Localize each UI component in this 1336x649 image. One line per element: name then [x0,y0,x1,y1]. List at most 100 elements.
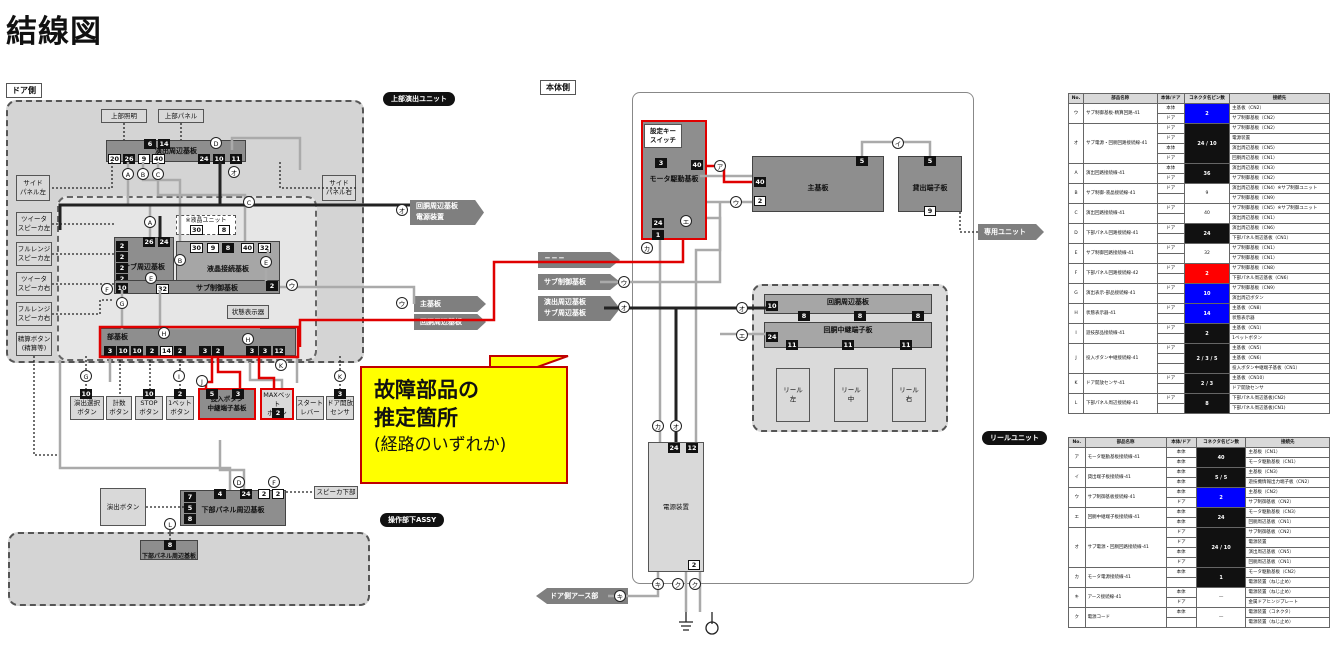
table-row: 電源装置（ねじ止め） [1069,617,1330,628]
settle-button: 精算ボタン(精算等) [16,332,52,356]
motor-drive-board-label: モータ駆動基板 [649,175,699,183]
row-dest: 遊技機情報出力端子板（CN2） [1245,477,1330,488]
marker-k2: K [334,370,346,382]
row-part-name: モータ電源接続線-41 [1084,567,1167,588]
effect-select-line1: 演出選択 [74,399,100,407]
row-dest: 主基板（CN1） [1229,323,1330,334]
row-part-name: 状態表示器-41 [1083,303,1158,324]
row-side [1156,253,1185,264]
row-side: ドア [1156,183,1185,194]
reel-periph-board-label: 回胴周辺基板 [827,298,869,306]
row-no: ウ [1067,103,1085,124]
pin: 24 [158,237,170,247]
row-dest: モータ駆動基板（CN2） [1245,567,1330,578]
row-dest: モータ駆動基板（CN1） [1245,457,1330,468]
row-side [1156,313,1185,324]
row-side: 本体 [1165,567,1197,578]
row-dest: 演出周辺基板（CN1） [1229,213,1330,224]
marker-e: E [260,256,272,268]
pin: 40 [754,177,766,187]
pin: 2 [174,389,186,399]
start-line2: レバー [300,408,320,416]
row-side: 本体 [1165,607,1197,618]
pin: 11 [230,154,242,164]
pin: 10 [116,283,128,293]
row-side: 本体 [1156,143,1185,154]
lcd-conn-board-label: 液晶接続基板 [207,265,249,273]
row-dest: 演出周辺基板（CN6） [1229,223,1330,234]
row-dest: 下部パネル周辺基板(CN2) [1229,393,1330,404]
maxbet-line1: MAXベット [263,390,291,408]
pin: 2 [116,274,128,284]
row-side: 本体 [1165,547,1197,558]
row-dest: サブ制御基板（CN1） [1229,253,1330,264]
sub-ctrl-tag: サブ制御基板 [538,274,620,290]
row-pin: 10 [1183,283,1231,304]
reel-right-line2: 右 [905,395,913,403]
pin: 10 [117,346,129,356]
pin: 2 [116,241,128,251]
row-pin: 2 [1183,323,1231,344]
row-pin: 32 [1183,243,1231,264]
pin: 3 [199,346,211,356]
row-side [1156,193,1185,204]
status-display: 状態表示器 [227,305,269,319]
upper-effect-unit-label: 上部演出ユニット [383,92,455,106]
effect-select-button: 演出選択ボタン [70,396,104,420]
effect-sub-line1: 演出周辺基板 [544,298,586,306]
tweeter-left: ツイータスピーカ左 [16,212,52,236]
row-side [1156,273,1185,284]
row-side: 本体 [1165,457,1197,468]
row-dest: 回胴周辺基板（CN1） [1229,153,1330,164]
row-dest: 主基板（CN1） [1245,447,1330,458]
row-part-name: サブ電源・回胴回路接続線-41 [1083,123,1158,164]
pin: 5 [856,156,868,166]
row-no: C [1067,203,1085,224]
row-dest: 主基板（CN5） [1229,343,1330,354]
row-side: 本体 [1165,467,1197,478]
pin: 12 [273,346,285,356]
sub-ctrl-board-label: サブ制御基板 [196,284,238,292]
row-part-name: サブ制御基板接続線-41 [1084,487,1167,508]
row-no: B [1067,183,1085,204]
row-dest: 下部パネル周辺基板（CN1） [1229,233,1330,244]
row-dest: モータ駆動基板（CN3） [1245,507,1330,518]
pin: 12 [686,443,698,453]
row-side: ドア [1156,263,1185,274]
pin: 3 [246,346,258,356]
row-no: D [1067,223,1085,244]
row-dest: 主基板（CN10） [1229,373,1330,384]
pin: 3 [232,389,244,399]
sub-periph-board-label: サブ周辺基板 [123,263,165,271]
row-dest: 電源装置（ねじ止め） [1245,617,1330,628]
marker-a-kana: ア [714,160,726,172]
row-dest: 演出周辺基板（CN5） [1229,143,1330,154]
marker-ki2: キ [614,590,626,602]
row-dest: サブ制御基板（CN2） [1245,497,1330,508]
reel-periph-power-tag: 回胴周辺基板電源装置 [410,200,484,225]
door-earth-tag: ドア側アース部 [536,588,628,604]
row-dest: 電源装置（ねじ止め） [1245,577,1330,588]
effect-select-line2: ボタン [77,408,97,416]
reel-left-line1: リール [783,386,803,394]
row-side: ドア [1156,343,1185,354]
effect-sub-line2: サブ周辺基板 [544,309,586,317]
row-no: K [1067,373,1085,394]
tweeter-right-line2: スピーカ右 [17,284,51,292]
start-lever: スタートレバー [296,396,324,420]
row-dest: 電源装置（ねじ止め） [1245,587,1330,598]
marker-u3: ウ [730,196,742,208]
pin: 10 [766,301,778,311]
pin: 3 [104,346,116,356]
pin: 2 [116,263,128,273]
pin: 2 [272,489,284,499]
marker-o: オ [228,166,240,178]
pin: 1 [652,230,664,240]
tweeter-right: ツイータスピーカ右 [16,272,52,296]
pin: 24 [652,218,664,228]
